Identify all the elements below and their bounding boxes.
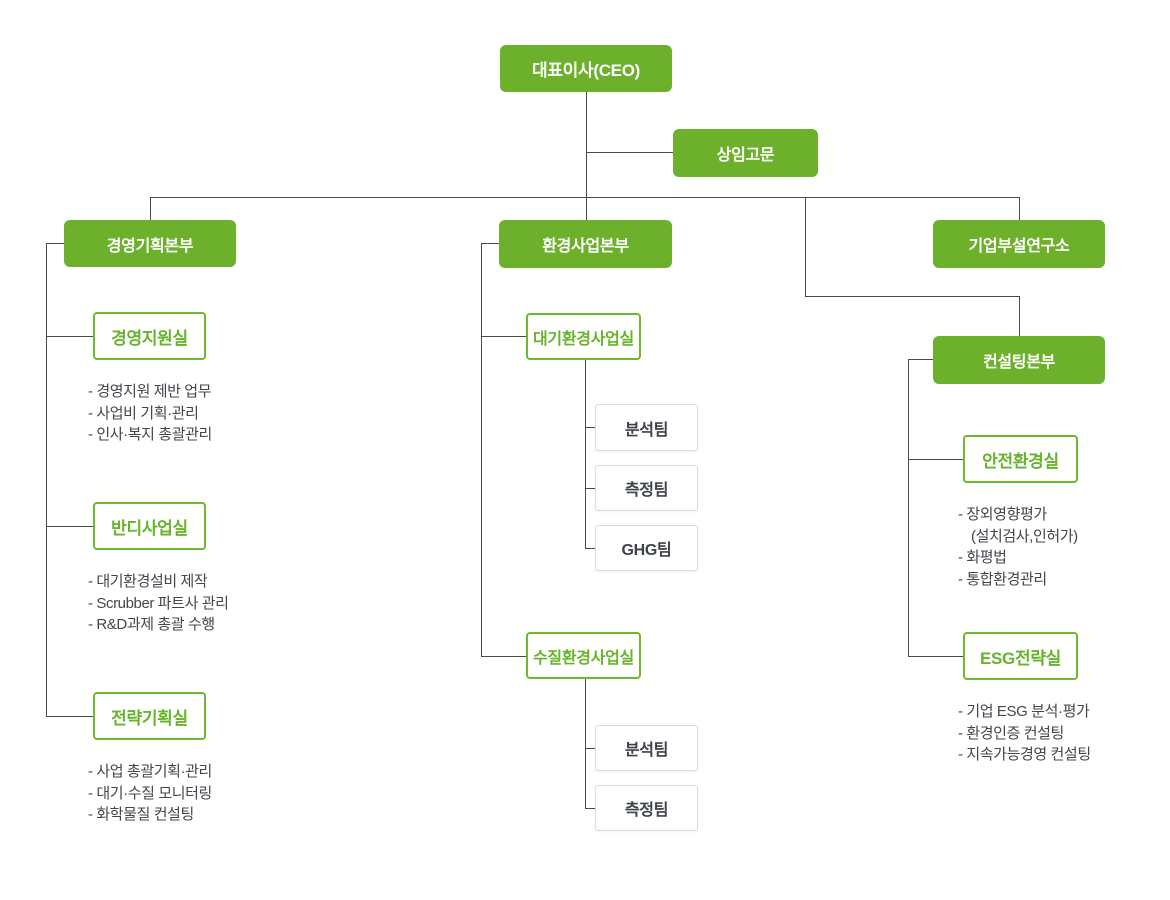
node-label: 환경사업본부 xyxy=(542,238,629,255)
connector-line xyxy=(585,427,595,428)
connector-line xyxy=(585,808,595,809)
connector-line xyxy=(150,197,1019,198)
node-air-team-ghg: GHG팀 xyxy=(595,525,698,571)
node-label: 상임고문 xyxy=(716,147,775,164)
bullet-item: - 지속가능경영 컨설팅 xyxy=(958,746,1091,764)
connector-line xyxy=(1019,197,1020,220)
bullet-item: - Scrubber 파트사 관리 xyxy=(88,594,229,612)
node-research-lab: 기업부설연구소 xyxy=(933,220,1105,268)
node-water-env: 수질환경사업실 xyxy=(526,632,641,679)
connector-line xyxy=(46,243,47,716)
connector-line xyxy=(1019,296,1020,336)
connector-line xyxy=(481,336,526,337)
node-label: 측정팀 xyxy=(624,802,669,819)
bullet-item: - 인사·복지 총괄관리 xyxy=(88,426,212,444)
bullet-item: - 사업비 기획·관리 xyxy=(88,404,199,422)
node-esg-strategy: ESG전략실 xyxy=(963,632,1078,680)
node-label: 기업부설연구소 xyxy=(968,238,1070,255)
bullet-item: - 사업 총괄기획·관리 xyxy=(88,763,212,780)
bullet-list-strategy-planning: - 사업 총괄기획·관리 - 대기·수질 모니터링 - 화학물질 컨설팅 xyxy=(88,761,212,826)
node-label: GHG팀 xyxy=(621,542,672,559)
connector-line xyxy=(481,656,526,657)
connector-line xyxy=(908,359,909,656)
node-label: 대기환경사업실 xyxy=(533,330,634,348)
connector-line xyxy=(586,197,587,220)
connector-line xyxy=(46,243,64,244)
connector-line xyxy=(585,360,586,548)
bullet-item: - R&D과제 총괄 수행 xyxy=(88,616,215,634)
node-env-hq: 환경사업본부 xyxy=(499,220,672,268)
node-label: 측정팀 xyxy=(624,482,669,499)
bullet-item: - 화학물질 컨설팅 xyxy=(88,806,194,824)
bullet-item: - 환경인증 컨설팅 xyxy=(958,724,1064,742)
node-label: 반디사업실 xyxy=(111,518,188,538)
bullet-item: - 화평법 xyxy=(958,549,1007,567)
node-label: 수질환경사업실 xyxy=(533,649,634,667)
bullet-list-mgmt-support: - 경영지원 제반 업무 - 사업비 기획·관리 - 인사·복지 총괄관리 xyxy=(88,381,212,446)
connector-line xyxy=(805,296,1019,297)
bullet-item: (설치검사,인허가) xyxy=(971,527,1078,545)
bullet-item: - 장외영향평가 xyxy=(958,506,1047,523)
node-label: 경영지원실 xyxy=(111,328,188,348)
connector-line xyxy=(586,92,587,197)
node-advisor: 상임고문 xyxy=(673,129,818,177)
bullet-item: - 경영지원 제반 업무 xyxy=(88,383,212,400)
connector-line xyxy=(908,459,963,460)
bullet-item: - 기업 ESG 분석·평가 xyxy=(958,703,1090,720)
node-label: 경영기획본부 xyxy=(106,237,194,255)
node-label: 대표이사(CEO) xyxy=(531,61,641,80)
node-safety-env: 안전환경실 xyxy=(963,435,1078,483)
connector-line xyxy=(46,526,93,527)
connector-line xyxy=(585,548,595,549)
node-water-team-measure: 측정팀 xyxy=(595,785,698,831)
node-water-team-analysis: 분석팀 xyxy=(595,725,698,771)
node-ceo: 대표이사(CEO) xyxy=(500,45,672,92)
bullet-item: - 대기환경설비 제작 xyxy=(88,573,208,590)
bullet-list-safety-env: - 장외영향평가 (설치검사,인허가) - 화평법 - 통합환경관리 xyxy=(958,504,1078,590)
node-label: ESG전략실 xyxy=(979,648,1062,668)
node-mgmt-support: 경영지원실 xyxy=(93,312,206,360)
bullet-list-esg-strategy: - 기업 ESG 분석·평가 - 환경인증 컨설팅 - 지속가능경영 컨설팅 xyxy=(958,701,1091,766)
connector-line xyxy=(805,197,806,296)
connector-line xyxy=(150,197,151,220)
node-consulting-hq: 컨설팅본부 xyxy=(933,336,1105,384)
node-planning-hq: 경영기획본부 xyxy=(64,220,236,267)
connector-line xyxy=(481,243,482,656)
node-air-team-measure: 측정팀 xyxy=(595,465,698,511)
node-strategy-planning: 전략기획실 xyxy=(93,692,206,740)
node-label: 분석팀 xyxy=(624,742,669,759)
node-label: 컨설팅본부 xyxy=(982,354,1056,371)
connector-line xyxy=(481,243,499,244)
connector-line xyxy=(585,488,595,489)
node-label: 전략기획실 xyxy=(111,708,188,728)
node-label: 안전환경실 xyxy=(982,451,1059,471)
connector-line xyxy=(908,359,933,360)
connector-line xyxy=(46,336,93,337)
bullet-item: - 통합환경관리 xyxy=(958,570,1047,588)
connector-line xyxy=(46,716,93,717)
connector-line xyxy=(585,748,595,749)
bullet-item: - 대기·수질 모니터링 xyxy=(88,784,212,802)
node-air-env: 대기환경사업실 xyxy=(526,313,641,360)
bullet-list-bandi-business: - 대기환경설비 제작 - Scrubber 파트사 관리 - R&D과제 총괄… xyxy=(88,571,229,636)
connector-line xyxy=(908,656,963,657)
connector-line xyxy=(586,152,673,153)
node-bandi-business: 반디사업실 xyxy=(93,502,206,550)
node-air-team-analysis: 분석팀 xyxy=(595,404,698,451)
node-label: 분석팀 xyxy=(624,421,669,439)
connector-line xyxy=(585,679,586,808)
